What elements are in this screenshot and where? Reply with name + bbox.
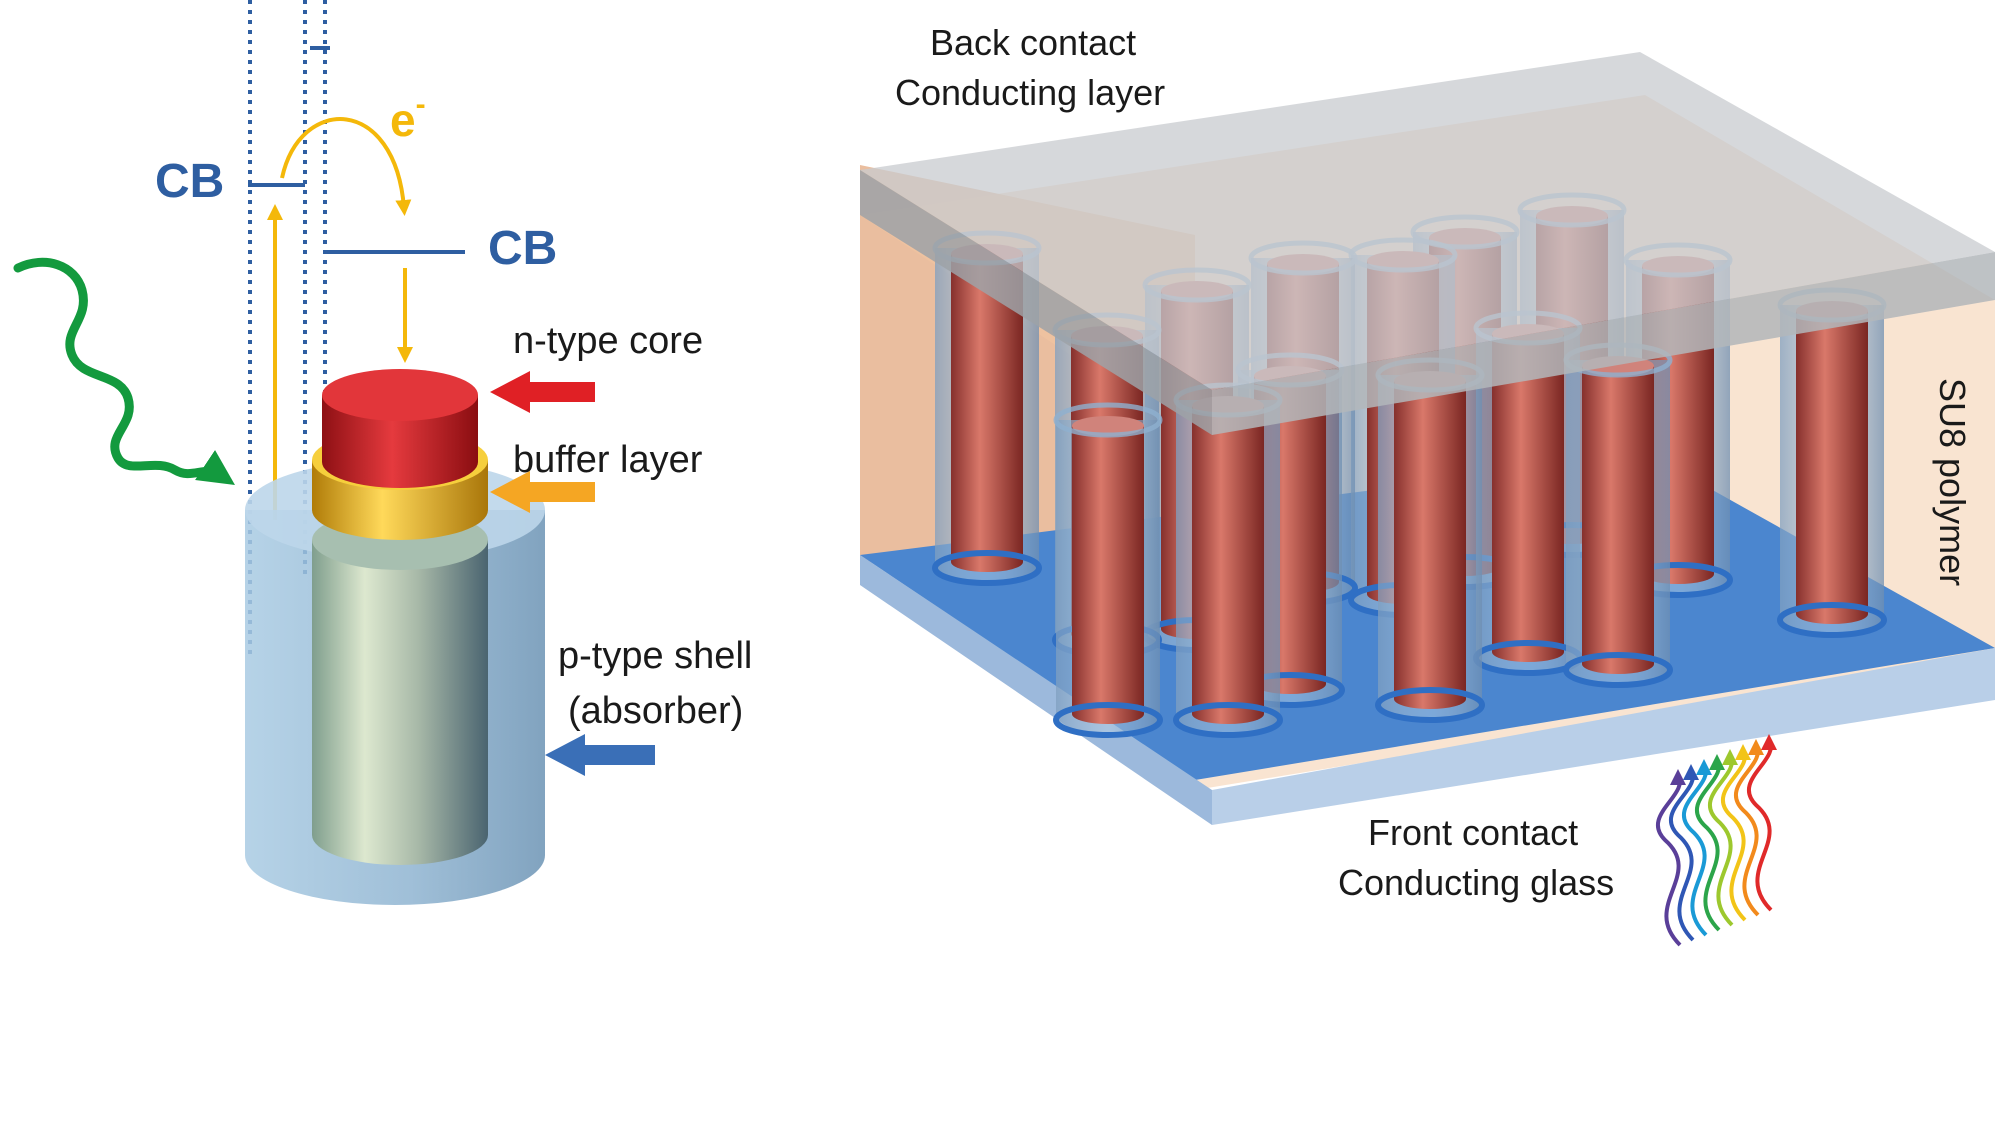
su8-polymer-label: SU8 polymer <box>1932 378 1973 586</box>
nanowire-core-top <box>1072 416 1144 436</box>
cb-label-top: CB <box>155 155 224 208</box>
electron-label: e- <box>390 88 426 146</box>
light-ray-arrowhead <box>1670 769 1686 785</box>
light-ray-arrowhead <box>1722 749 1738 765</box>
nanowire-base <box>1053 702 1163 738</box>
buffer-layer-label: buffer layer <box>513 439 703 481</box>
electron-transfer-arrow <box>280 117 412 216</box>
n-type-core-top <box>322 369 478 421</box>
electron-symbol: e <box>390 94 416 146</box>
front-contact-substrate-front <box>860 555 1212 825</box>
n-type-core-body <box>322 395 478 488</box>
light-ray-arrow <box>1720 748 1747 922</box>
light-ray-arrow <box>1668 768 1695 942</box>
p-type-shell-inner <box>312 540 488 865</box>
light-ray-arrow <box>1655 773 1682 947</box>
nanowire-base <box>932 550 1042 586</box>
light-ray-arrow <box>1681 763 1708 937</box>
nanowire-core <box>1492 334 1564 662</box>
nanowire-core <box>1072 426 1144 724</box>
light-ray-arrowhead <box>1735 744 1751 760</box>
nanowire-core <box>1582 366 1654 674</box>
nanowire <box>1375 357 1485 723</box>
light-ray-arrowhead <box>1683 764 1699 780</box>
electron-superscript: - <box>416 88 426 121</box>
light-ray-arrow <box>1733 743 1760 917</box>
nanowire <box>1473 310 1583 676</box>
light-ray-arrowhead <box>1748 739 1764 755</box>
light-ray-arrow <box>1694 758 1721 932</box>
rainbow-light-arrows-icon <box>1655 734 1777 947</box>
photon-wave-arrow-icon <box>13 257 235 485</box>
light-ray-arrowhead <box>1696 759 1712 775</box>
light-ray-arrowhead <box>1709 754 1725 770</box>
nanowire-core <box>951 254 1023 572</box>
nanowire-array-device <box>860 52 1995 825</box>
nanowire-core <box>1192 406 1264 724</box>
front-contact-label: Front contact <box>1368 812 1578 853</box>
p-type-shell-arrow <box>545 734 655 776</box>
back-contact-sublabel: Conducting layer <box>895 72 1165 113</box>
cb-label-bottom: CB <box>488 222 557 275</box>
front-contact-sublabel: Conducting glass <box>1338 862 1614 903</box>
back-contact-front-edge <box>860 170 1212 435</box>
p-type-shell-sublabel: (absorber) <box>568 690 743 732</box>
back-contact-label: Back contact <box>930 22 1136 63</box>
n-type-core-arrow <box>490 371 595 413</box>
core-shell-nanowire <box>245 369 545 905</box>
nanowire <box>1777 287 1887 638</box>
nanowire-core <box>1394 381 1466 709</box>
nanowire <box>1563 342 1673 688</box>
nanowire-base <box>1777 602 1887 638</box>
nanowire-base <box>1375 687 1485 723</box>
nanowire-base <box>1563 652 1673 688</box>
nanowire <box>1173 382 1283 738</box>
back-contact-top-face <box>860 52 1995 390</box>
nanowire-shell-rim <box>1053 402 1163 438</box>
nanowire-base <box>1173 702 1283 738</box>
nanowire-core <box>1796 311 1868 624</box>
front-contact-substrate-right <box>1212 648 1995 825</box>
light-ray-arrow <box>1707 753 1734 927</box>
light-ray-arrow <box>1746 738 1773 912</box>
nanowire <box>1053 402 1163 738</box>
n-type-core-label: n-type core <box>513 320 703 362</box>
p-type-shell-label: p-type shell <box>558 635 752 677</box>
light-ray-arrowhead <box>1761 734 1777 750</box>
buffer-layer-arrow <box>490 471 595 513</box>
back-contact-right-edge <box>1212 252 1995 435</box>
